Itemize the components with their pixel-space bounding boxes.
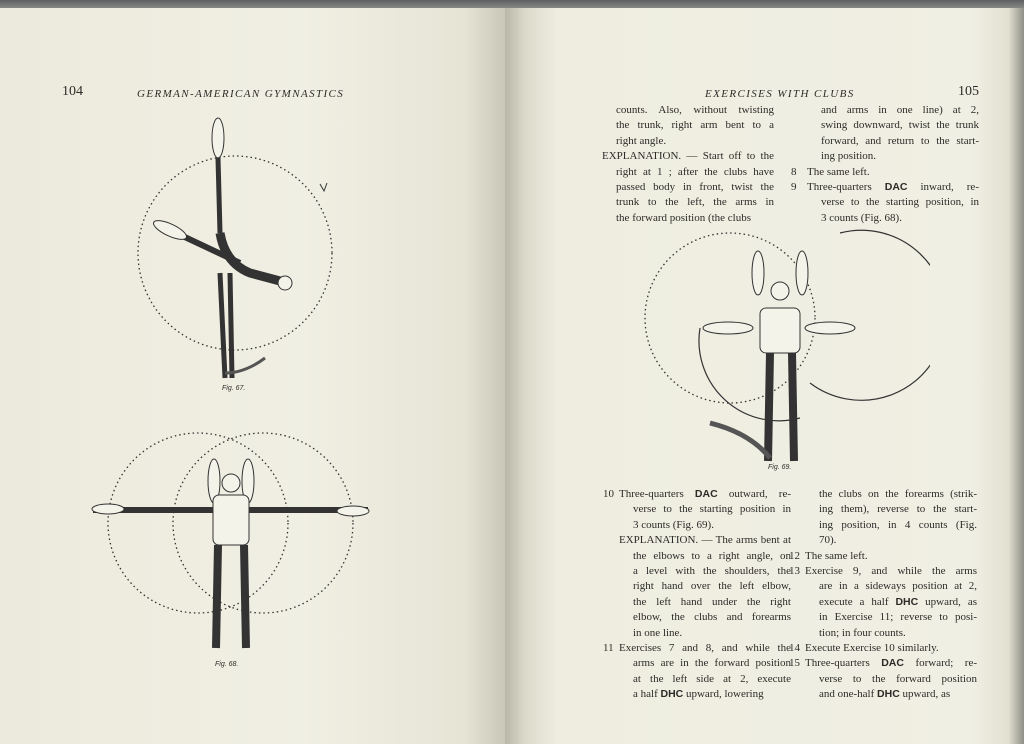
figure-69-illustration — [644, 229, 930, 462]
text-line: a half DHC upward, lowering — [633, 688, 764, 701]
text-column: and arms in one line) at 2, swing downwar… — [791, 103, 979, 226]
text-line: verse to the forward position — [819, 672, 977, 685]
text-line: EXPLANATION. — The arms bent at — [619, 534, 791, 547]
paragraph: EXPLANATION. — Start off to the right at … — [602, 149, 774, 226]
text-line: verse to the starting position in — [633, 503, 791, 516]
exercise-number: 11 — [603, 642, 614, 655]
text-line: 3 counts (Fig. 68). — [821, 211, 902, 224]
running-head: EXERCISES WITH CLUBS — [705, 88, 855, 100]
right-page: EXERCISES WITH CLUBS 105 counts. Also, w… — [505, 8, 1024, 744]
text-line: ing position. — [821, 150, 877, 163]
text-line: the forward position (the clubs — [616, 211, 752, 224]
text-line: in Exercise 11; reverse to posi- — [819, 611, 977, 624]
text-line: right angle. — [616, 134, 667, 147]
text-line: The same left. — [805, 549, 868, 562]
text-line: trunk to the left, the arms in — [616, 196, 774, 209]
text-line: Three-quarters DAC forward; re- — [805, 657, 977, 670]
text-column: the clubs on the forearms (strik-ing the… — [789, 487, 977, 703]
figure-caption: Fig. 69. — [768, 464, 792, 471]
paragraph: 12 The same left. — [789, 549, 977, 564]
text-line: Exercises 7 and 8, and while the — [619, 642, 791, 655]
text-line: tion; in four counts. — [819, 626, 906, 639]
exercise-number: 8 — [791, 165, 797, 178]
paragraph: EXPLANATION. — The arms bent at the elbow… — [619, 533, 791, 641]
figure-67-illustration — [137, 117, 333, 379]
running-head: GERMAN-AMERICAN GYMNASTICS — [137, 88, 345, 100]
text-line: ing position, in 4 counts (Fig. — [819, 518, 977, 531]
exercise-number: 12 — [789, 549, 800, 562]
paragraph: 11 Exercises 7 and 8, and while the arms a… — [603, 641, 791, 703]
text-line: and arms in one line) at 2, — [821, 104, 979, 116]
page-number: 104 — [62, 84, 83, 99]
text-line: counts. Also, without twisting — [616, 104, 774, 116]
text-line: forward, and return to the start- — [821, 134, 979, 147]
text-line: 3 counts (Fig. 69). — [633, 518, 714, 531]
text-line: in one line. — [633, 626, 683, 639]
page-number: 105 — [958, 84, 979, 99]
text-line: ing them), reverse to the start- — [819, 503, 977, 516]
text-line: swing downward, twist the trunk — [821, 119, 979, 132]
paragraph: and arms in one line) at 2, swing downwar… — [807, 103, 979, 165]
exercise-number: 14 — [789, 642, 800, 655]
paragraph: 8 The same left. — [791, 165, 979, 180]
paragraph: 14 Execute Exercise 10 similarly. — [789, 641, 977, 656]
text-column: counts. Also, without twisting the trunk,… — [602, 103, 774, 226]
text-line: at the left side at 2, execute — [633, 672, 791, 685]
text-line: passed body in front, twist the — [616, 181, 774, 194]
text-line: the left hand under the right — [633, 595, 791, 608]
paragraph: counts. Also, without twisting the trunk,… — [602, 103, 774, 149]
exercise-number: 15 — [789, 657, 800, 670]
text-line: and one-half DHC upward, as — [819, 688, 951, 701]
text-line: execute a half DHC upward, as — [819, 595, 977, 608]
paragraph: 15 Three-quarters DAC forward; re-verse t… — [789, 656, 977, 702]
text-line: a level with the shoulders, the — [633, 565, 791, 578]
text-line: the trunk, right arm bent to a — [616, 119, 774, 132]
text-line: elbow, the clubs and forearms — [633, 611, 791, 624]
text-line: Three-quarters DAC outward, re- — [619, 488, 791, 500]
figure-68-illustration — [91, 432, 370, 649]
text-line: Three-quarters DAC inward, re- — [807, 181, 979, 194]
exercise-number: 13 — [789, 565, 800, 578]
text-line: arms are in the forward position — [633, 657, 791, 670]
paragraph: 9 Three-quarters DAC inward, re-verse to … — [791, 180, 979, 226]
figure-caption: Fig. 68. — [215, 661, 239, 668]
exercise-number: 9 — [791, 181, 797, 194]
text-line: Exercise 9, and while the arms — [805, 565, 977, 578]
text-line: are in a sideways position at 2, — [819, 580, 977, 593]
paragraph: 13 Exercise 9, and while the arms are in a… — [789, 564, 977, 641]
text-line: Execute Exercise 10 similarly. — [805, 642, 939, 655]
left-page: 104 GERMAN-AMERICAN GYMNASTICS Fig. 67. … — [0, 8, 505, 744]
text-line: 70). — [819, 534, 837, 547]
text-column: 10 Three-quarters DAC outward, re-verse t… — [603, 487, 791, 703]
text-line: right hand over the left elbow, — [633, 580, 791, 593]
text-line: right at 1 ; after the clubs have — [616, 165, 774, 178]
text-line: The same left. — [807, 165, 870, 178]
text-line: verse to the starting position, in — [821, 196, 979, 209]
paragraph: the clubs on the forearms (strik-ing the… — [805, 487, 977, 549]
text-line: the clubs on the forearms (strik- — [819, 488, 977, 500]
figure-caption: Fig. 67. — [222, 385, 246, 392]
paragraph: 10 Three-quarters DAC outward, re-verse t… — [603, 487, 791, 533]
exercise-number: 10 — [603, 488, 614, 500]
text-line: EXPLANATION. — Start off to the — [602, 150, 774, 163]
text-line: the elbows to a right angle, on — [633, 549, 791, 562]
